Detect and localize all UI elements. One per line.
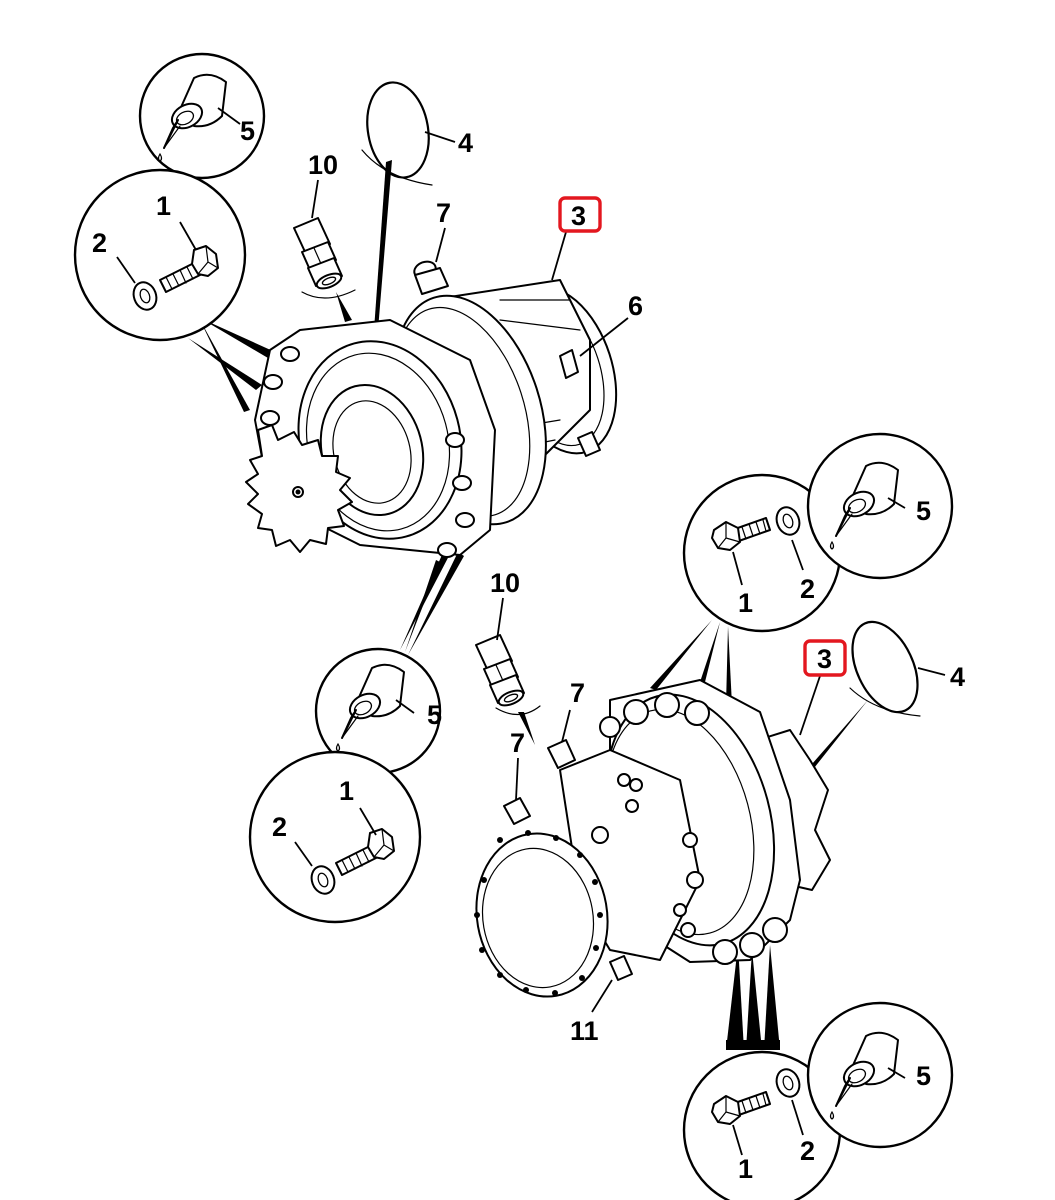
callout-top-fitting: 10	[308, 150, 338, 180]
top-plug-7	[413, 260, 449, 295]
bottom-oring	[849, 620, 946, 717]
callout-top-motor-highlight[interactable]: 3	[558, 196, 602, 233]
top-motor-bolt-pointers	[188, 160, 464, 655]
bottom-valve-ports	[591, 773, 704, 938]
top-sprocket	[245, 424, 353, 553]
callout-top-plug-7: 7	[436, 198, 451, 228]
callout-bottom-plug-7a: 7	[570, 678, 585, 708]
top-flange-studs	[260, 346, 475, 558]
top-plug-port	[577, 431, 601, 457]
top-drive-motor	[245, 260, 618, 558]
callout-bottom-sealant: 5	[916, 496, 931, 526]
callout-bottom-lower-bolt: 1	[738, 1154, 753, 1184]
bottom-endcap-bolts	[474, 830, 603, 996]
bottom-plug-11	[609, 955, 633, 981]
callout-bottom-lower-sealant: 5	[916, 1061, 931, 1091]
top-lower-fitting	[475, 597, 541, 745]
top-fitting	[293, 179, 356, 299]
bottom-drive-motor	[474, 679, 831, 998]
callout-bottom-oring: 4	[950, 662, 965, 692]
bottom-motor-assembly	[474, 432, 954, 1200]
highlight-box-bottom	[803, 639, 847, 677]
bottom-plug-7b	[503, 797, 531, 825]
callout-bottom-motor-highlight[interactable]: 3	[803, 639, 847, 677]
callout-top-lower-sealant: 5	[427, 700, 442, 730]
highlight-box-top	[558, 196, 602, 233]
callout-bottom-bolt: 1	[738, 588, 753, 618]
callout-top-lower-fitting: 10	[490, 568, 520, 598]
callout-bottom-plug-11: 11	[570, 1016, 599, 1046]
callout-top-washer: 2	[92, 228, 107, 258]
bottom-plug-7a	[547, 739, 576, 769]
callout-top-sealant: 5	[240, 116, 255, 146]
top-oring	[361, 81, 456, 186]
callout-top-oring: 4	[458, 128, 473, 158]
bottom-lower-sealant-detail	[806, 1001, 954, 1149]
callout-top-lower-washer: 2	[272, 812, 287, 842]
top-bolt-washer-detail	[73, 168, 247, 342]
callout-bottom-lower-washer: 2	[800, 1136, 815, 1166]
callout-top-lower-bolt: 1	[339, 776, 354, 806]
top-lower-bolt-washer-detail	[248, 750, 422, 924]
callout-top-motor: 3	[571, 201, 586, 231]
top-plug-6	[559, 349, 579, 379]
callout-bottom-motor: 3	[817, 644, 832, 674]
callout-labels: 5 1 2 4 10 7 6 3 5 1 2 10 1 2 5 3 4 7 7 …	[92, 116, 965, 1184]
callout-top-bolt: 1	[156, 191, 171, 221]
callout-top-plug-6: 6	[628, 291, 643, 321]
callout-bottom-plug-7b: 7	[510, 728, 525, 758]
bottom-flange-bolts	[599, 692, 788, 965]
bottom-sealant-detail	[806, 432, 954, 580]
top-sealant-detail	[138, 52, 266, 180]
callout-bottom-washer: 2	[800, 574, 815, 604]
top-motor-assembly	[73, 52, 629, 924]
top-motor-leader	[551, 231, 567, 281]
